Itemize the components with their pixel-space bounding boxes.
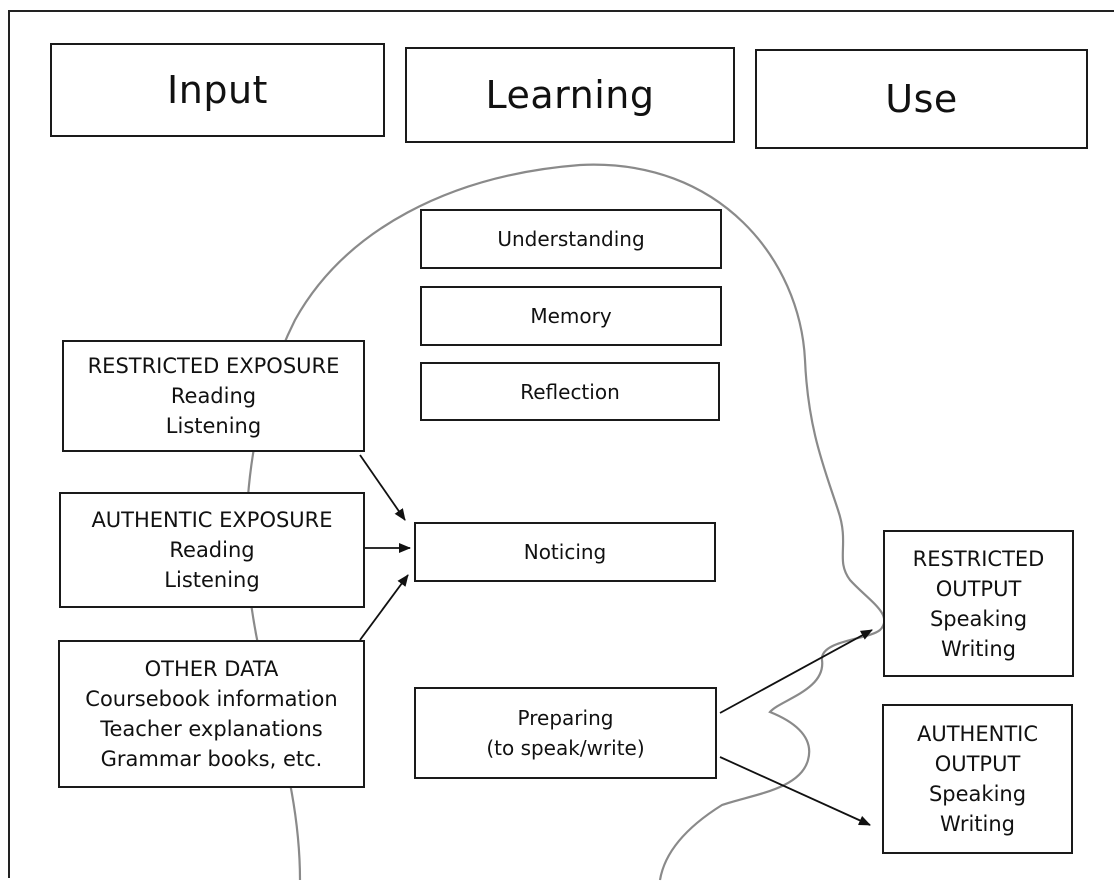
authentic-exposure-reading: Reading: [169, 538, 255, 562]
other-data-coursebook: Coursebook information: [85, 687, 338, 711]
arrows: [359, 454, 873, 826]
noticing-label: Noticing: [523, 540, 607, 564]
other-data-title: OTHER DATA: [144, 657, 279, 681]
other-data-grammar: Grammar books, etc.: [100, 747, 323, 771]
other-data-teacher: Teacher explanations: [100, 717, 323, 741]
authentic-output-writing: Writing: [940, 812, 1015, 836]
restricted-output-title: RESTRICTED: [912, 546, 1045, 571]
noticing-box: Noticing: [414, 522, 716, 582]
arrow-restricted-exposure-to-noticing: [359, 454, 406, 521]
arrow-preparing-to-authentic-output: [719, 756, 871, 826]
other-data-box: OTHER DATA Coursebook information Teache…: [58, 640, 365, 788]
restricted-exposure-title: RESTRICTED EXPOSURE: [87, 354, 340, 378]
authentic-exposure-listening: Listening: [164, 568, 260, 592]
preparing-label: Preparing: [517, 706, 614, 730]
authentic-output-title: AUTHENTIC: [916, 722, 1039, 746]
authentic-output-speaking: Speaking: [928, 782, 1027, 806]
restricted-output-label: OUTPUT: [935, 576, 1022, 601]
preparing-sublabel: (to speak/write): [486, 736, 645, 760]
understanding-label: Understanding: [497, 227, 645, 251]
memory-box: Memory: [420, 286, 722, 346]
diagram-frame: [8, 10, 1114, 878]
restricted-output-writing: Writing: [941, 636, 1016, 661]
restricted-exposure-listening: Listening: [165, 414, 262, 438]
authentic-output-box: AUTHENTIC OUTPUT Speaking Writing: [882, 704, 1073, 854]
restricted-exposure-box: RESTRICTED EXPOSURE Reading Listening: [62, 340, 365, 452]
understanding-box: Understanding: [420, 209, 722, 269]
arrow-preparing-to-restricted-output: [719, 629, 873, 714]
reflection-box: Reflection: [420, 362, 720, 421]
restricted-output-speaking: Speaking: [929, 606, 1028, 631]
header-use-label: Use: [885, 77, 958, 121]
memory-label: Memory: [530, 304, 612, 328]
header-learning: Learning: [405, 47, 735, 143]
arrow-other-data-to-noticing: [359, 574, 409, 641]
header-learning-label: Learning: [485, 73, 655, 117]
authentic-exposure-title: AUTHENTIC EXPOSURE: [91, 508, 333, 532]
authentic-output-label: OUTPUT: [934, 752, 1021, 776]
restricted-exposure-reading: Reading: [170, 384, 257, 408]
reflection-label: Reflection: [520, 379, 620, 404]
header-use: Use: [755, 49, 1088, 149]
preparing-box: Preparing (to speak/write): [414, 687, 717, 779]
header-input: Input: [50, 43, 385, 137]
restricted-output-box: RESTRICTED OUTPUT Speaking Writing: [883, 530, 1074, 677]
header-input-label: Input: [167, 68, 268, 112]
authentic-exposure-box: AUTHENTIC EXPOSURE Reading Listening: [59, 492, 365, 608]
